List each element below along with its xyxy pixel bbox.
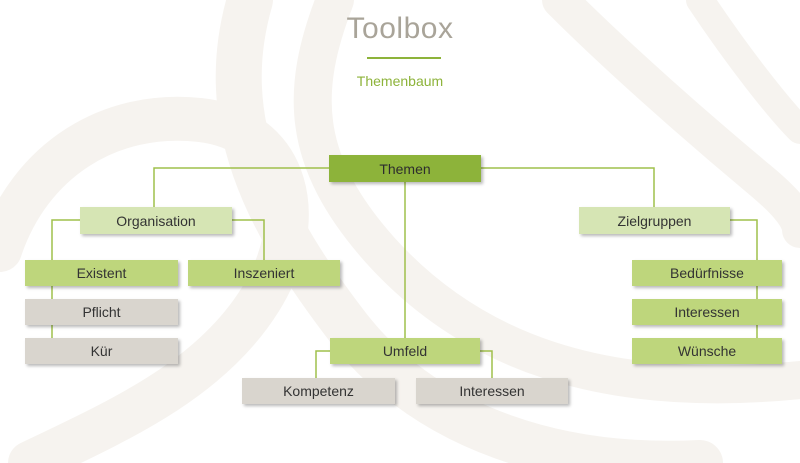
connector-root-zielgruppen [481,167,655,207]
connector-zielgruppen-beduerfnisse [730,219,758,260]
connector-umfeld-kompetenz [315,350,330,378]
node-organisation: Organisation [80,207,232,234]
node-kompetenz: Kompetenz [242,378,395,404]
node-zielgruppen-interessen: Interessen [632,299,782,325]
node-pflicht: Pflicht [25,299,178,325]
node-umfeld: Umfeld [330,338,480,364]
node-kuer: Kür [25,338,178,364]
connector-root-organisation [153,167,329,207]
node-zielgruppen: Zielgruppen [579,207,730,234]
node-inszeniert: Inszeniert [188,260,340,286]
connector-organisation-inszeniert [232,219,265,260]
node-themen: Themen [329,155,481,182]
node-umfeld-interessen: Interessen [416,378,568,404]
connector-umfeld-interessen [480,350,493,378]
page-subtitle: Themenbaum [356,73,444,89]
node-wuensche: Wünsche [632,338,782,364]
node-existent: Existent [25,260,178,286]
node-beduerfnisse: Bedürfnisse [632,260,782,286]
connector-organisation-existent [51,219,80,260]
title-underline [367,57,441,59]
page-title: Toolbox [346,12,454,45]
